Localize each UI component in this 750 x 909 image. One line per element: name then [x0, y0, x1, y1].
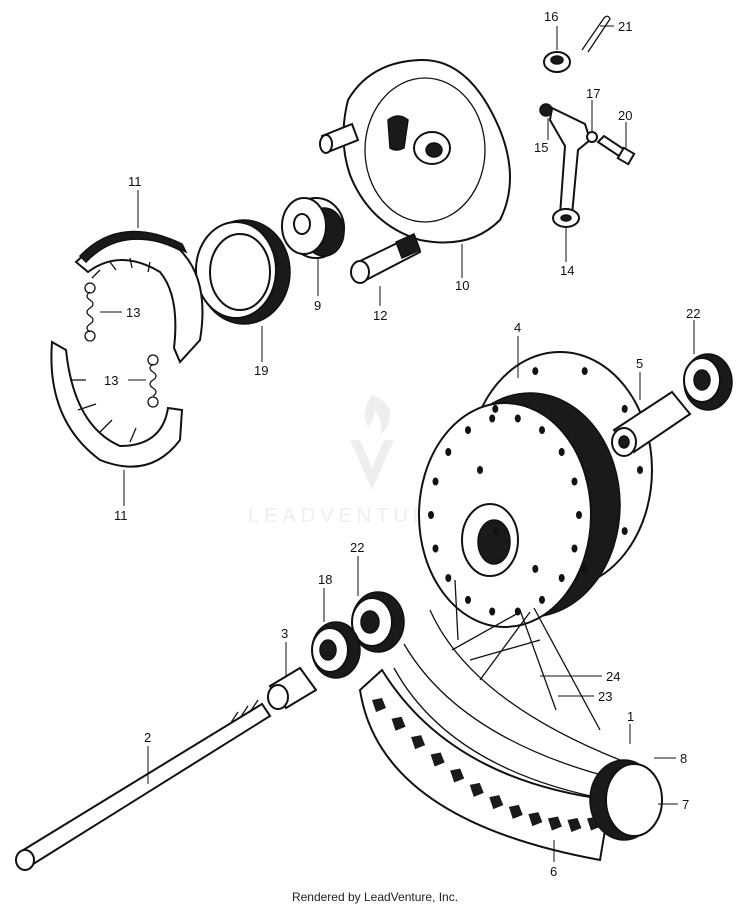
callout-14: 14: [560, 263, 574, 278]
spoke-hole: [532, 367, 539, 376]
gear-9: [281, 197, 345, 259]
callout-2: 2: [144, 730, 151, 745]
spoke-hole: [477, 466, 483, 474]
callout-18: 18: [318, 572, 332, 587]
tread-block: [469, 782, 484, 797]
tire-6: [358, 668, 612, 862]
callout-13-lower: 13: [104, 373, 118, 388]
callout-5: 5: [636, 356, 643, 371]
seal-18: [311, 621, 361, 679]
callout-7: 7: [682, 797, 689, 812]
spoke-hole: [558, 448, 565, 456]
spoke-hole: [539, 595, 545, 604]
spoke-hole: [571, 477, 578, 486]
callout-6: 6: [550, 864, 557, 879]
leader-lines: [100, 25, 695, 862]
callout-9: 9: [314, 298, 321, 313]
tread-block: [430, 752, 445, 767]
brake-shoe-11-lower: [50, 340, 184, 468]
bearing-22-right: [683, 353, 733, 411]
spoke-hole: [621, 404, 628, 413]
spoke-hole: [492, 404, 499, 413]
callout-16: 16: [544, 9, 558, 24]
callout-20: 20: [618, 108, 632, 123]
brake-panel-10: [319, 58, 511, 244]
spoke-hole: [558, 574, 565, 582]
spoke-hole: [432, 544, 439, 553]
tread-block: [489, 795, 504, 810]
tread-block: [528, 812, 543, 827]
tire-tread: [372, 698, 601, 832]
cotter-pin-21: [581, 15, 611, 53]
brake-shoe-11-upper: [74, 230, 204, 364]
callout-12: 12: [373, 308, 387, 323]
tread-block: [391, 716, 406, 731]
spoke-hole: [571, 544, 578, 553]
spoke-hole: [489, 607, 496, 616]
shaft-12: [350, 232, 422, 284]
hub-4: [418, 351, 653, 628]
spacer-3: [267, 666, 318, 710]
callout-23: 23: [598, 689, 612, 704]
callout-1: 1: [627, 709, 634, 724]
spoke-hole: [445, 574, 452, 582]
spoke-hole: [514, 414, 521, 423]
nut-16: [543, 51, 571, 73]
axle-2: [15, 699, 272, 871]
spoke-hole: [432, 477, 439, 486]
callout-8: 8: [680, 751, 687, 766]
callout-10: 10: [455, 278, 469, 293]
rim-1: [393, 609, 621, 801]
tread-block: [508, 804, 523, 819]
spoke-hole: [581, 367, 588, 376]
spokes-23-24: [451, 579, 601, 731]
spoke-hole: [428, 511, 434, 519]
spoke-hole: [581, 564, 588, 573]
spoke-hole: [532, 564, 539, 573]
tread-block: [450, 768, 465, 783]
callout-11-upper: 11: [128, 174, 142, 189]
callout-3: 3: [281, 626, 288, 641]
bearing-22-left: [351, 591, 405, 653]
spoke-hole: [489, 414, 496, 423]
spoke-hole: [492, 527, 499, 536]
bolt-20: [596, 134, 636, 166]
spoke-hole: [576, 511, 582, 519]
callout-21: 21: [618, 19, 632, 34]
watermark-text: LEADVENTURE: [248, 505, 451, 527]
spoke-hole: [621, 527, 628, 536]
brake-arm-14: [539, 103, 598, 228]
callout-11-lower: 11: [114, 508, 128, 523]
tread-block: [547, 816, 562, 831]
callout-24: 24: [606, 669, 620, 684]
callout-19: 19: [254, 363, 268, 378]
callout-17: 17: [586, 86, 600, 101]
spoke-hole: [465, 426, 471, 435]
tread-block: [411, 735, 426, 750]
callout-15: 15: [534, 140, 548, 155]
tube-7: [589, 759, 663, 841]
callout-labels: 16 21 17 15 20 14 11 13 13 11 19 9 12 10…: [104, 9, 700, 879]
seal-19: [195, 219, 291, 325]
spoke-hole: [445, 448, 452, 456]
spoke-hole: [637, 466, 643, 474]
footer-credit: Rendered by LeadVenture, Inc.: [291, 890, 459, 904]
tread-block: [372, 698, 386, 712]
callout-22-left: 22: [350, 540, 364, 555]
callout-13-upper: 13: [126, 305, 140, 320]
tread-block: [567, 818, 582, 832]
watermark: LEADVENTURE: [248, 395, 451, 527]
spoke-hole: [539, 426, 545, 435]
callout-22-right: 22: [686, 306, 700, 321]
spacer-5: [611, 390, 692, 457]
spring-13-upper: [84, 282, 96, 342]
hub-spoke-holes: [428, 367, 643, 616]
callout-4: 4: [514, 320, 521, 335]
spring-13-lower: [147, 354, 159, 408]
spoke-hole: [465, 595, 471, 604]
